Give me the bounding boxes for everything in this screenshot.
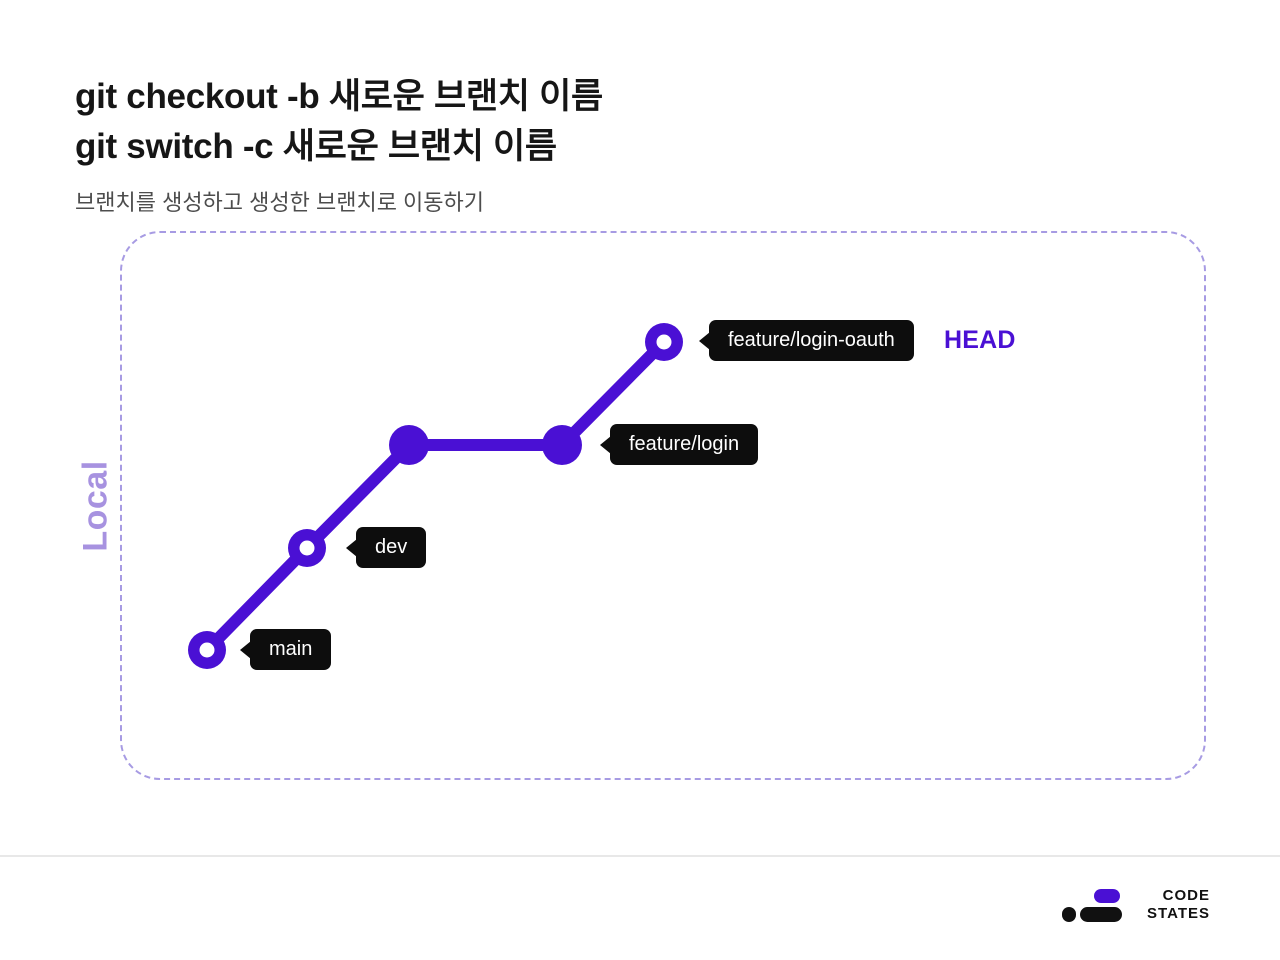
branch-label-dev-text: dev [375, 536, 408, 558]
page-title-line2: git switch -c 새로운 브랜치 이름 [75, 127, 557, 166]
head-pointer-label: HEAD [944, 326, 1016, 354]
branch-label-main: main [250, 629, 332, 670]
commit-node-dev-hole [299, 540, 315, 556]
branch-label-dev: dev [356, 527, 427, 568]
logo-purple-pill-icon [1094, 889, 1120, 903]
logo-word-code: CODE [1162, 887, 1210, 904]
commit-node-main-hole [199, 642, 215, 658]
commit-node-feature-login [542, 425, 582, 465]
page-title-line1: git checkout -b 새로운 브랜치 이름 [75, 77, 603, 116]
header: git checkout -b 새로운 브랜치 이름 git switch -c… [75, 72, 603, 217]
local-axis-label: Local [76, 460, 115, 552]
logo-word-states: STATES [1147, 905, 1210, 922]
branch-label-feature-login: feature/login [610, 424, 759, 465]
commit-node-feature-login-oauth-hole [656, 334, 672, 350]
codestates-logo: CODE STATES [1060, 886, 1210, 926]
commit-node-commit [389, 425, 429, 465]
logo-black-dot-icon [1062, 907, 1076, 922]
logo-wordmark: CODE STATES [1147, 887, 1210, 923]
branch-label-feature-login-oauth-text: feature/login-oauth [728, 329, 895, 351]
footer-divider [0, 855, 1280, 857]
logo-black-pill-icon [1080, 907, 1122, 922]
git-graph [188, 323, 683, 669]
branch-label-feature-login-oauth: feature/login-oauth [709, 320, 914, 361]
branch-label-feature-login-text: feature/login [629, 433, 740, 455]
page-subtitle: 브랜치를 생성하고 생성한 브랜치로 이동하기 [75, 190, 485, 215]
branch-label-main-text: main [269, 638, 313, 660]
local-panel: main dev feature/login feature/login-oau… [120, 231, 1206, 780]
